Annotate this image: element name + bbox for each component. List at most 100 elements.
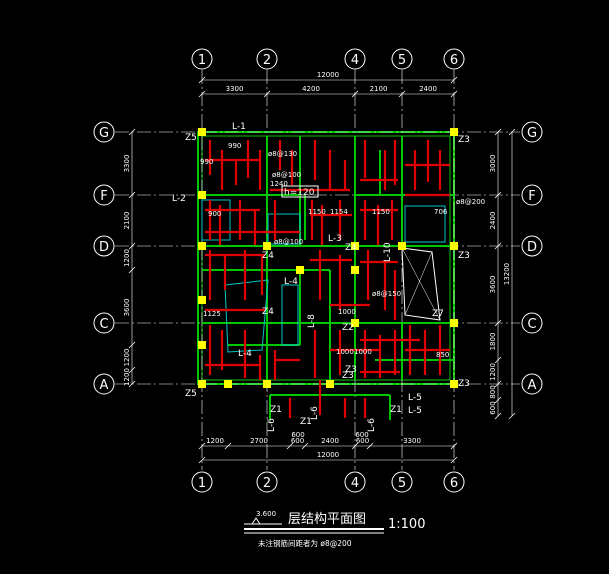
dim-left-seg-label-5: 1200 [123,368,131,386]
short-dim-6: 1000 [338,308,356,316]
axis-bubble-bottom-5 [391,471,413,493]
axis-bubble-bottom-4 [344,471,366,493]
axis-bubble-bottom-6 [443,471,465,493]
short-dim-8: 1000 [336,348,354,356]
column-12 [198,380,206,388]
beam-tag-7: L-6 [267,418,277,432]
axis-label-left-C: C [99,317,108,332]
stair-opening-mid [281,284,299,346]
axis-bubble-top-6 [443,48,465,70]
axis-bubble-left-C [93,312,115,334]
dim-bottom-seg-tick-5 [366,442,374,450]
dim-right-seg-tick-2 [494,242,502,250]
beam-tag-6: L-5 [408,406,422,416]
column-10 [450,319,458,327]
slab-label-2: ø8@200 [456,198,485,206]
column-4 [263,242,271,250]
axis-bubble-top-1 [191,48,213,70]
column-8 [198,341,206,349]
column-5 [351,242,359,250]
slab-label-4: ø8@100 [274,238,303,246]
dim-right-seg-tick-6 [494,396,502,404]
dim-right-seg-label-4: 1200 [489,363,497,381]
axis-label-right-G: G [527,126,537,141]
dim-left-seg-tick-3 [128,266,136,274]
beam-tag-11: L-10 [383,242,393,262]
column-0 [198,128,206,136]
axis-bubble-bottom-1 [191,471,213,493]
column-13 [450,380,458,388]
dim-right-seg-tick-1 [494,191,502,199]
column-3 [198,242,206,250]
beam-tag-10: L-8 [307,314,317,328]
column-tag-6: Z2 [342,323,354,333]
column-tag-7: Z3 [342,371,354,381]
short-dim-5: 1150 [372,208,390,216]
dim-top-seg-label-0: 3300 [226,85,244,93]
dim-top-seg-label-1: 4200 [302,85,320,93]
short-dim-2: 1240 [270,180,288,188]
beam-tag-0: L-1 [232,122,246,132]
dim-right-total-tick-1 [508,412,516,420]
column-1 [450,128,458,136]
short-dim-12: 900 [208,210,221,218]
column-tag-0: Z5 [185,133,197,143]
elevation-text: 3.600 [256,510,276,518]
axis-bubble-left-F [93,184,115,206]
interior-walls [201,136,454,420]
axis-bubble-right-G [521,121,543,143]
column-7 [198,296,206,304]
title-block: 3.600 层结构平面图 1:100 未注钢筋间距者为 ø8@200 [244,510,425,548]
plan-note: 未注钢筋间距者为 ø8@200 [258,538,352,548]
dim-right-seg-label-2: 3600 [489,276,497,294]
dim-left-seg-label-0: 3300 [123,155,131,173]
dim-left-seg-tick-2 [128,242,136,250]
axis-label-bottom-6: 6 [450,476,458,491]
slab-label-3: ø8@150 [372,290,401,298]
column-16 [296,266,304,274]
dim-left-seg-label-3: 3600 [123,299,131,317]
h-label: h=120 [284,188,315,198]
column-tag-8: Z7 [432,309,444,319]
dim-top-seg-tick-2 [351,90,359,98]
dim-bottom-seg-label-5: 3300 [403,437,421,445]
dim-right-seg-label-6: 600 [489,401,497,414]
axis-label-top-6: 6 [450,53,458,68]
column-17 [351,266,359,274]
axis-bubble-right-A [521,373,543,395]
beam-tag-1: L-2 [172,194,186,204]
axis-bubble-right-F [521,184,543,206]
dim-right-seg-tick-3 [494,319,502,327]
axis-label-top-2: 2 [263,53,271,68]
column-tag-12: Z1 [270,405,282,415]
short-dim-1: 990 [200,158,213,166]
dim-right-seg-label-0: 3000 [489,155,497,173]
column-tag-9: Z3 [458,379,470,389]
dim-bottom-seg-label-4: 600 [356,437,369,445]
short-dim-4: 1154 [330,208,348,216]
hatch-box-3 [201,199,231,241]
dim-top-seg-tick-1 [263,90,271,98]
axis-label-top-1: 1 [198,53,206,68]
column-tag-1: Z3 [458,135,470,145]
column-18 [398,242,406,250]
dim-bottom-small-0: 600 [291,431,304,439]
dim-left-seg-tick-0 [128,128,136,136]
dim-bottom-small-1: 600 [355,431,368,439]
column-tag-4: Z3 [458,251,470,261]
beam-tag-3: L-4 [284,277,298,287]
dim-bottom-total-tick-1 [450,456,458,464]
dim-right-total-label-0: 13200 [503,263,511,285]
columns [198,128,458,388]
dim-bottom-seg-tick-0 [198,442,206,450]
column-tag-5: Z4 [262,307,274,317]
dim-right-seg-tick-7 [494,412,502,420]
dim-right-seg-label-3: 1800 [489,333,497,351]
dim-left-seg-tick-4 [128,341,136,349]
axis-label-bottom-4: 4 [351,476,359,491]
short-dim-11: 706 [434,208,448,216]
axis-bubble-left-D [93,235,115,257]
